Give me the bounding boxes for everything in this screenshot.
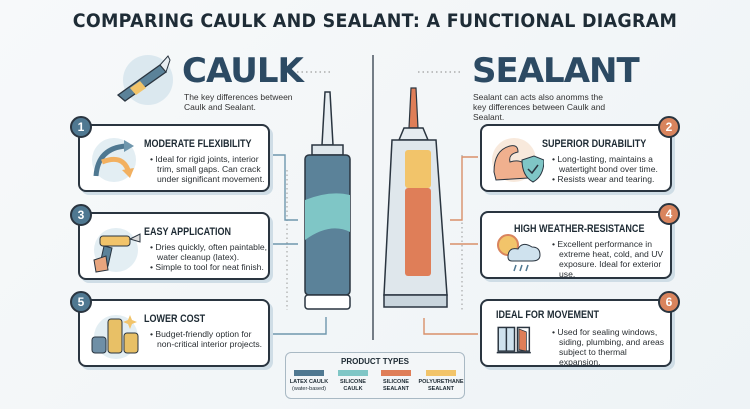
caulk-gun-icon [93,228,141,273]
sealant-heading: SEALANT [472,51,640,91]
card-title: LOWER COST [144,313,206,325]
caulk-tube-illustration [304,91,351,310]
legend-title: PRODUCT TYPES [340,357,409,366]
card-bullet: Simple to tool for neat finish. [150,262,268,272]
badge-5: 5 [70,291,92,313]
card-bullet: Used for sealing windows, siding, plumbi… [552,327,670,367]
badge-3: 3 [70,204,92,226]
legend-swatch [426,370,456,376]
window-door-icon [496,326,531,354]
connector-6 [423,318,478,335]
card-bullet: Ideal for rigid joints, interior trim, s… [150,154,268,184]
card-easy-application: 3 EASY APPLICATION Dries quickly, often … [70,204,270,280]
legend-label: SILICONE CAULK [340,379,366,392]
badge-1: 1 [70,116,92,138]
card-bullet: Long-lasting, maintains a watertight bon… [552,154,670,174]
card-title: SUPERIOR DURABILITY [542,138,647,150]
connector-5 [272,317,327,335]
connector-1 [272,154,298,221]
legend-label: SILICONE SEALANT [383,379,409,392]
caulk-subtitle: The key differences between Caulk and Se… [184,92,293,112]
legend-item-polyurethane-sealant: POLYURETHANE SEALANT [418,370,464,392]
card-lower-cost: 5 LOWER COST Budget-friendly option for … [70,291,270,367]
sealant-tube-illustration [383,87,448,308]
card-bullet: Dries quickly, often paintable, water cl… [150,242,268,262]
card-bullet: Budget-friendly option for non-critical … [150,329,268,349]
muscle-shield-icon [492,138,544,183]
card-title: HIGH WEATHER-RESISTANCE [514,223,645,235]
card-title: MODERATE FLEXIBILITY [144,138,252,150]
sun-cloud-rain-icon [497,234,541,272]
legend-item-latex-caulk: LATEX CAULK(water-based) [288,370,330,392]
card-ideal-for-movement: 6 IDEAL FOR MOVEMENT Used for sealing wi… [480,291,680,367]
legend-swatch [294,370,324,376]
badge-6: 6 [658,291,680,313]
caulk-tube-icon [116,55,173,105]
legend-swatch [338,370,368,376]
legend-swatch [381,370,411,376]
legend-item-silicone-caulk: SILICONE CAULK [332,370,374,392]
caulk-heading: CAULK [182,51,304,91]
page-title: COMPARING CAULK AND SEALANT: A FUNCTIONA… [72,10,678,32]
card-moderate-flexibility: 1 MODERATE FLEXIBILITY Ideal for rigid j… [70,116,270,192]
sealant-subtitle: Sealant can acts also anomms the key dif… [473,92,606,122]
card-bullet: Excellent performance in extreme heat, c… [552,239,670,279]
card-title: EASY APPLICATION [144,226,232,238]
coins-icon [91,315,139,359]
card-bullet: Resists wear and tearing. [552,174,670,184]
legend-label: POLYURETHANE SEALANT [418,379,464,392]
card-superior-durability: 2 SUPERIOR DURABILITY Long-lasting, main… [480,116,680,192]
connector-2 [450,156,478,221]
card-high-weather-resistance: 4 HIGH WEATHER-RESISTANCE Excellent perf… [480,203,680,279]
badge-4: 4 [658,203,680,225]
card-title: IDEAL FOR MOVEMENT [496,309,600,321]
product-types-legend: PRODUCT TYPES LATEX CAULK(water-based) S… [285,352,465,399]
legend-item-silicone-sealant: SILICONE SEALANT [375,370,417,392]
legend-label: LATEX CAULK [289,379,329,385]
flex-arrows-icon [92,138,136,182]
badge-2: 2 [658,116,680,138]
legend-note: (water-based) [292,385,326,392]
